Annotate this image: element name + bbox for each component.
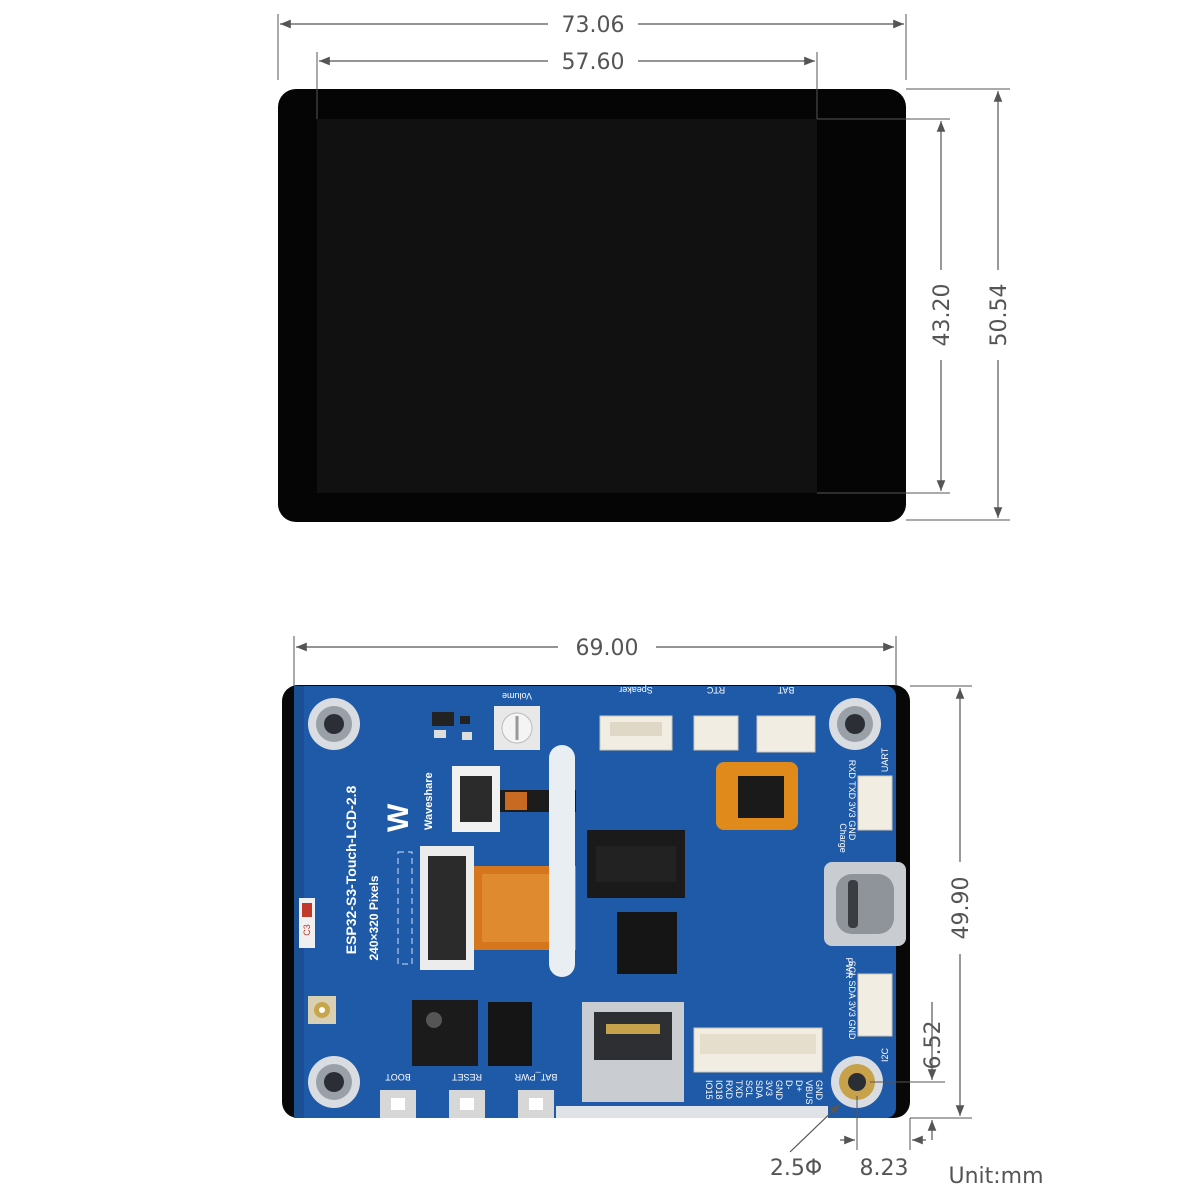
bottom-header: IO15 IO18 RXD TXD SCL SDA 3V3 GND D- D+ … [693, 1027, 824, 1105]
brand-logo: W Waveshare [382, 772, 435, 832]
back-view: Volume Speaker RTC BAT W Waveshare ESP32… [282, 685, 910, 1118]
svg-text:VBUS: VBUS [804, 1080, 814, 1105]
svg-text:GND: GND [814, 1080, 824, 1101]
dim-label-bottom-height: 49.90 [949, 877, 974, 940]
label-resolution: 240×320 Pixels [367, 875, 381, 960]
label-i2c-pins: SCL SDA 3V3 GND [847, 961, 857, 1040]
svg-text:GND: GND [774, 1080, 784, 1101]
label-brand: Waveshare [423, 772, 435, 830]
label-reset: RESET [451, 1072, 482, 1082]
usb-c-port [824, 862, 906, 946]
rtc-ic [716, 762, 798, 830]
dim-bottom-height: 49.90 [910, 685, 974, 1119]
bat-pwr-button: BAT_PWR [514, 1072, 557, 1118]
label-charge: Charge [838, 823, 848, 853]
dim-top-active-height: 43.20 [817, 118, 955, 494]
mounting-hole-top-left [308, 698, 360, 750]
svg-text:3V3: 3V3 [764, 1080, 774, 1096]
dim-hole-diameter: 2.5Φ [770, 1103, 841, 1181]
label-bat-pwr: BAT_PWR [514, 1072, 557, 1082]
dim-label-hole-offset-horizontal: 8.23 [860, 1156, 909, 1181]
volume-potentiometer: Volume [494, 691, 540, 750]
label-volume: Volume [502, 691, 532, 701]
svg-text:SCL: SCL [744, 1080, 754, 1098]
header-pin-labels: IO15 IO18 RXD TXD SCL SDA 3V3 GND D- D+ … [704, 1080, 824, 1105]
svg-text:IO18: IO18 [714, 1080, 724, 1100]
reset-button: RESET [449, 1072, 485, 1118]
c3-component: C3 [299, 898, 315, 948]
flash-chip [488, 1002, 532, 1066]
label-pwr: PWR [844, 958, 854, 979]
label-bat: BAT [777, 685, 794, 695]
mounting-hole-bottom-right [831, 1056, 883, 1108]
dim-label-hole-offset-vertical: 6.52 [921, 1021, 946, 1070]
unit-label: Unit:mm [948, 1164, 1043, 1189]
svg-text:D+: D+ [794, 1080, 804, 1092]
dim-top-outer-width: 73.06 [277, 13, 907, 80]
svg-text:W: W [382, 803, 415, 832]
dim-label-hole-diameter: 2.5Φ [770, 1156, 822, 1181]
audio-ic [587, 830, 685, 898]
label-speaker: Speaker [619, 685, 653, 695]
label-c3: C3 [302, 924, 312, 936]
dim-label-top-outer-width: 73.06 [562, 13, 625, 38]
svg-text:D-: D- [784, 1080, 794, 1090]
svg-text:SDA: SDA [754, 1080, 764, 1099]
dim-top-outer-height: 50.54 [906, 88, 1012, 521]
uart-connector: UART RXD TXD 3V3 GND [847, 747, 893, 841]
board-slot [549, 745, 575, 977]
label-uart-pins: RXD TXD 3V3 GND [847, 760, 857, 841]
dim-label-top-active-width: 57.60 [562, 50, 625, 75]
mounting-hole-top-right [829, 698, 881, 750]
sd-card-slot [582, 1002, 684, 1102]
i2c-connector: I2C SCL SDA 3V3 GND [847, 961, 893, 1063]
rtc-connector: RTC [693, 685, 739, 751]
dim-hole-offset-vertical: 6.52 [870, 1002, 946, 1140]
speaker-connector: Speaker [599, 685, 673, 751]
label-rtc: RTC [706, 685, 725, 695]
esp32-chip [412, 1000, 478, 1066]
bat-connector: BAT [756, 685, 816, 753]
boot-button: BOOT [380, 1072, 416, 1118]
dim-label-bottom-width: 69.00 [576, 636, 639, 661]
svg-text:IO15: IO15 [704, 1080, 714, 1100]
touch-fpc-connector [452, 766, 576, 832]
label-boot: BOOT [385, 1072, 411, 1082]
dim-top-active-width: 57.60 [316, 50, 818, 119]
dim-hole-offset-horizontal: 8.23 [840, 1096, 926, 1181]
label-model: ESP32-S3-Touch-LCD-2.8 [343, 786, 359, 955]
touch-controller-ic [617, 912, 677, 974]
dim-label-top-active-height: 43.20 [930, 284, 955, 347]
test-pad-column [397, 851, 413, 965]
svg-text:RXD: RXD [724, 1080, 734, 1100]
mounting-hole-bottom-left [308, 1056, 360, 1108]
dim-bottom-width: 69.00 [293, 636, 897, 686]
antenna-connector [308, 996, 336, 1024]
lcd-active-area [317, 119, 817, 493]
svg-text:TXD: TXD [734, 1080, 744, 1099]
dim-label-top-outer-height: 50.54 [987, 284, 1012, 347]
label-i2c: I2C [880, 1048, 890, 1063]
front-view [278, 89, 906, 522]
label-uart: UART [880, 747, 890, 772]
